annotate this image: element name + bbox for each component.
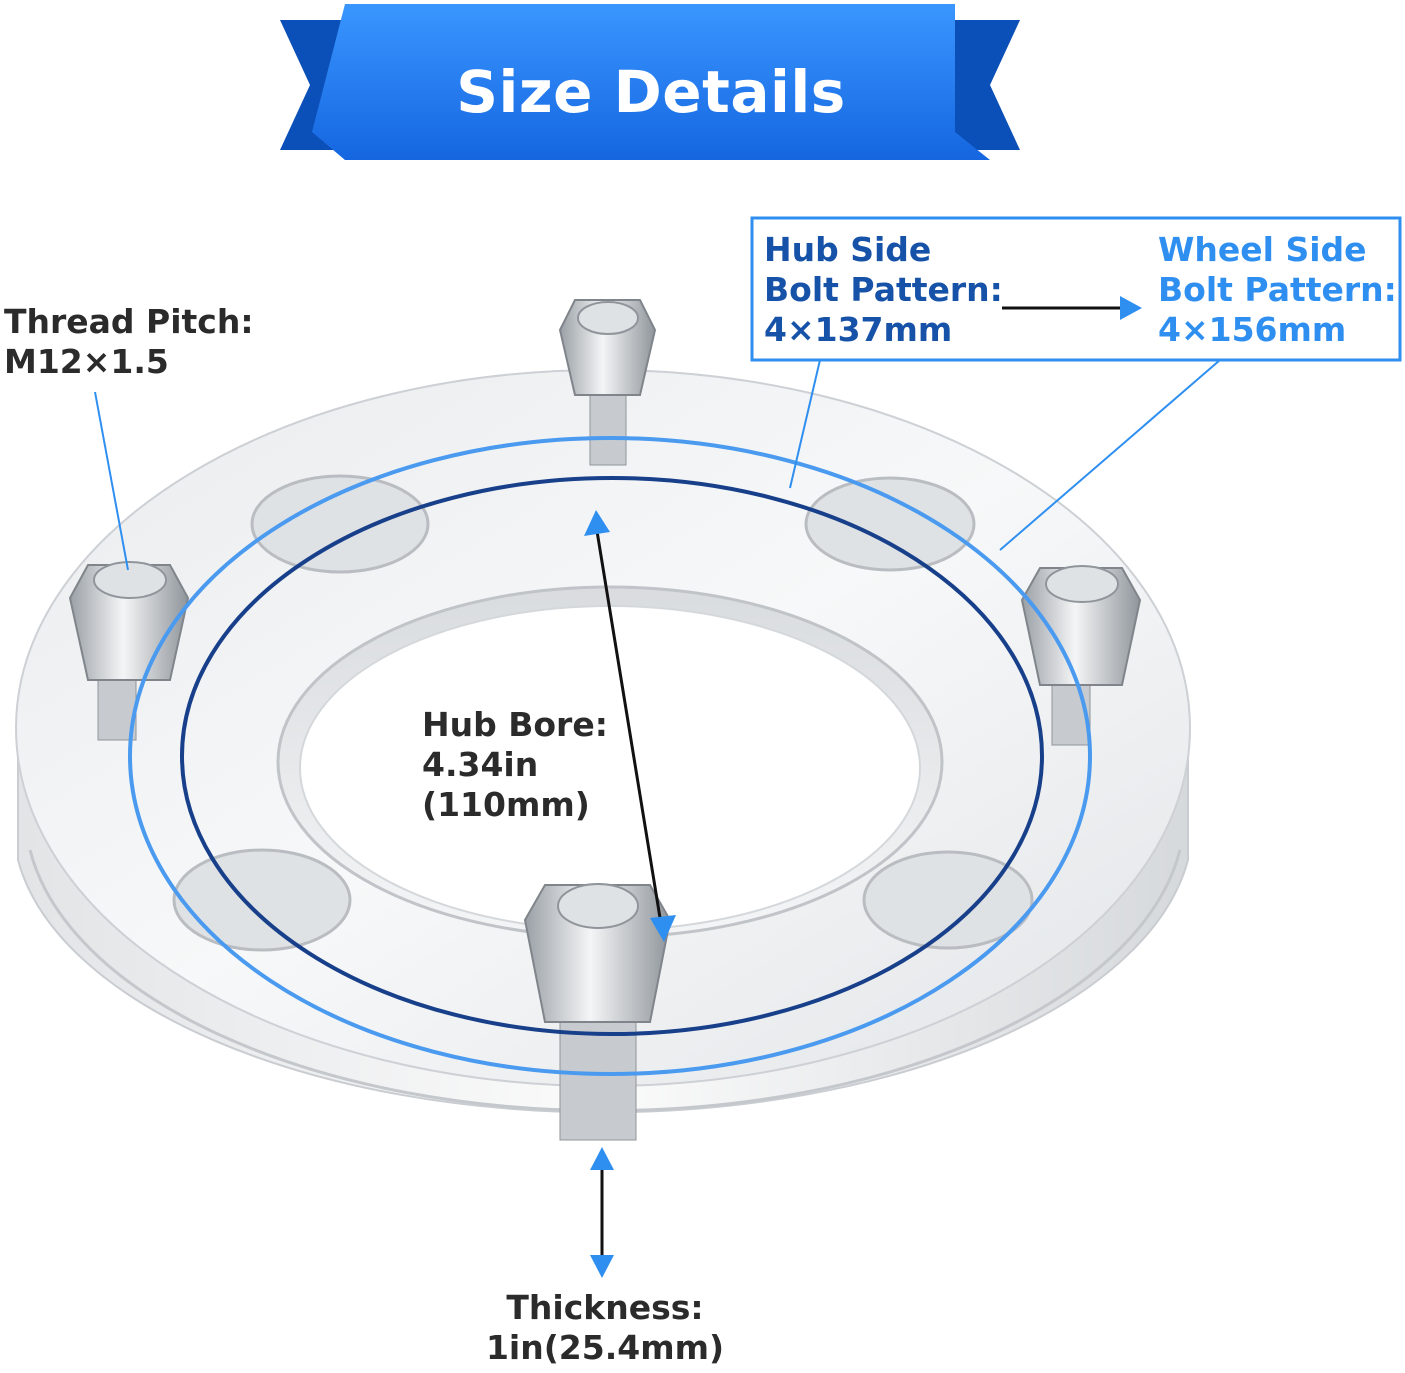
- hub-side-leader-line: [789, 359, 821, 489]
- hub-side-line2: Bolt Pattern:: [764, 270, 1003, 309]
- thickness-arrow-head-top: [590, 1147, 614, 1170]
- bolt-pattern-callout-box: [750, 216, 1402, 362]
- wheel-bolt-pattern-ring: [128, 436, 1092, 1076]
- thickness-value: 1in(25.4mm): [485, 1328, 725, 1367]
- thickness-label: Thickness: 1in(25.4mm): [470, 1288, 740, 1368]
- hub-bolt-pattern-ring: [180, 476, 1044, 1036]
- hub-bore-value-in: 4.34in: [422, 745, 539, 784]
- counterbore-hole: [250, 474, 430, 574]
- banner-right-ribbon: [955, 20, 1020, 150]
- thickness-title: Thickness:: [506, 1288, 704, 1327]
- wheel-side-line2: Bolt Pattern:: [1158, 270, 1397, 309]
- banner-title: Size Details: [456, 58, 846, 126]
- banner-body: [312, 4, 990, 160]
- hub-bore-title: Hub Bore:: [422, 705, 608, 744]
- thread-pitch-label: Thread Pitch: M12×1.5: [4, 302, 254, 382]
- counterbore-hole: [862, 850, 1034, 950]
- wheel-side-line1: Wheel Side: [1158, 230, 1367, 269]
- wheel-side-value: 4×156mm: [1158, 310, 1347, 349]
- thread-pitch-value: M12×1.5: [4, 342, 169, 381]
- banner: [280, 4, 1020, 160]
- hub-side-line1: Hub Side: [764, 230, 932, 269]
- stud-right: [1020, 565, 1142, 746]
- center-bore-opening: [299, 605, 921, 931]
- counterbore-hole: [804, 476, 976, 572]
- hub-side-value: 4×137mm: [764, 310, 953, 349]
- hub-bore-arrow-head-top: [584, 510, 610, 536]
- thread-pitch-title: Thread Pitch:: [4, 302, 254, 341]
- stud-top: [558, 299, 657, 466]
- wheel-side-label: Wheel Side Bolt Pattern: 4×156mm: [1158, 230, 1397, 350]
- hub-bore-arrow-line: [594, 524, 664, 931]
- hub-bore-arrow-head-bottom: [650, 915, 676, 942]
- wheel-side-leader-line: [999, 359, 1221, 551]
- counterbore-hole: [172, 848, 352, 952]
- hub-bore-value-mm: (110mm): [422, 785, 590, 824]
- hub-side-label: Hub Side Bolt Pattern: 4×137mm: [764, 230, 1003, 350]
- hub-bore-label: Hub Bore: 4.34in (110mm): [422, 705, 608, 825]
- thickness-arrow-head-bottom: [590, 1255, 614, 1278]
- bolt-pattern-arrow-head: [1120, 296, 1142, 320]
- thread-pitch-leader-line: [94, 391, 129, 571]
